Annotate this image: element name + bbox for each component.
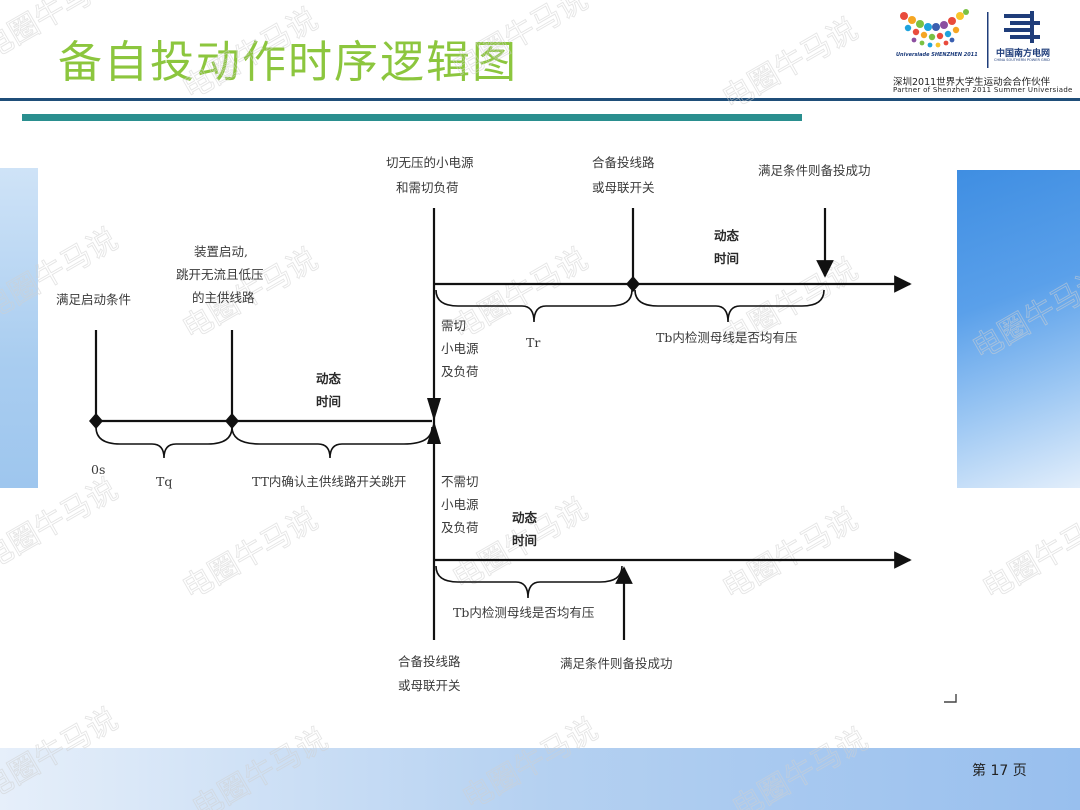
brace-tr [435, 289, 633, 323]
need-cut-label-1: 需切 [441, 318, 466, 333]
tq-label: Tq [156, 474, 172, 489]
page-number-prefix: 第 [972, 763, 986, 779]
success-bottom-label: 满足条件则备投成功 [560, 656, 673, 671]
watermark-text: 电圈牛马说 [977, 502, 1080, 607]
csg-logo-text: 中国南方电网 [996, 49, 1051, 59]
partner-text-cn: 深圳2011世界大学生运动会合作伙伴 [893, 77, 1051, 88]
tb-check-top-label: Tb内检测母线是否均有压 [656, 330, 797, 345]
brace-tt [231, 426, 433, 459]
page-number-value: 17 [990, 763, 1009, 779]
close-breaker-bottom-label-2: 或母联开关 [398, 678, 461, 693]
page-number: 第 17 页 [972, 760, 1027, 780]
watermark-text: 电圈牛马说 [727, 722, 874, 810]
watermark-text: 电圈牛马说 [717, 12, 864, 117]
success-top-label: 满足条件则备投成功 [758, 163, 871, 178]
device-start-label-1: 装置启动, [194, 244, 248, 259]
no-cut-label-3: 及负荷 [441, 520, 479, 535]
dynamic-time-label-3b: 时间 [512, 533, 537, 548]
tt-confirm-label: TT内确认主供线路开关跳开 [252, 474, 406, 489]
brace-tb-bottom [435, 565, 623, 599]
close-breaker-top-label-1: 合备投线路 [592, 155, 655, 170]
header-divider [0, 98, 1080, 101]
tb-check-bottom-label: Tb内检测母线是否均有压 [453, 605, 594, 620]
logo-group [900, 9, 1040, 68]
title-underline-bar [22, 114, 802, 121]
partner-text-en: Partner of Shenzhen 2011 Summer Universi… [893, 86, 1073, 94]
dynamic-time-label-1b: 时间 [316, 394, 341, 409]
page-number-suffix: 页 [1012, 763, 1027, 779]
need-cut-label-3: 及负荷 [441, 364, 479, 379]
start-condition-label: 满足启动条件 [56, 292, 131, 307]
slide-title: 备自投动作时序逻辑图 [58, 37, 518, 88]
watermark-text: 电圈牛马说 [177, 2, 324, 107]
csg-logo-subtext: CHINA SOUTHERN POWER GRID [994, 58, 1050, 62]
tr-label: Tr [526, 335, 540, 350]
brace-tq [95, 426, 233, 459]
diamond-marker [626, 276, 640, 292]
universiade-logo-text: Universiade SHENZHEN 2011 [896, 52, 978, 58]
universiade-logo-icon [900, 9, 969, 48]
device-start-label-2: 跳开无流且低压 [176, 267, 264, 282]
footer-band [0, 748, 1080, 810]
paragraph-mark-icon [944, 694, 957, 703]
left-decor-panel [0, 168, 38, 488]
dynamic-time-label-2a: 动态 [714, 228, 740, 243]
t0-label: 0s [91, 462, 105, 477]
watermark-text: 电圈牛马说 [717, 502, 864, 607]
right-decor-panel [957, 170, 1080, 488]
watermark-text: 电圈牛马说 [0, 0, 124, 67]
cut-source-label-1: 切无压的小电源 [386, 155, 474, 170]
watermark-text: 电圈牛马说 [0, 222, 124, 327]
diamond-marker [225, 413, 239, 429]
dynamic-time-label-1a: 动态 [316, 371, 342, 386]
watermark-text: 电圈牛马说 [177, 502, 324, 607]
need-cut-label-2: 小电源 [441, 341, 479, 356]
csg-logo-icon [1004, 11, 1040, 43]
dynamic-time-label-2b: 时间 [714, 251, 739, 266]
up-arrowhead [427, 421, 441, 444]
close-breaker-bottom-label-1: 合备投线路 [398, 654, 461, 669]
watermark-text: 电圈牛马说 [967, 262, 1080, 367]
no-cut-label-2: 小电源 [441, 497, 479, 512]
watermark-text: 电圈牛马说 [457, 712, 604, 810]
no-cut-label-1: 不需切 [441, 474, 479, 489]
watermark-text: 电圈牛马说 [0, 472, 124, 577]
logo-separator [987, 12, 989, 68]
close-breaker-top-label-2: 或母联开关 [592, 180, 655, 195]
diamond-marker [89, 413, 103, 429]
device-start-label-3: 的主供线路 [192, 290, 255, 305]
watermark-text: 电圈牛马说 [447, 242, 594, 347]
watermark-text: 电圈牛马说 [447, 0, 594, 87]
watermark-text: 电圈牛马说 [0, 702, 124, 807]
brace-tb-top [634, 289, 825, 323]
watermark-text: 电圈牛马说 [187, 722, 334, 810]
cut-source-label-2: 和需切负荷 [396, 180, 459, 195]
down-arrowhead [427, 398, 441, 421]
dynamic-time-label-3a: 动态 [512, 510, 538, 525]
